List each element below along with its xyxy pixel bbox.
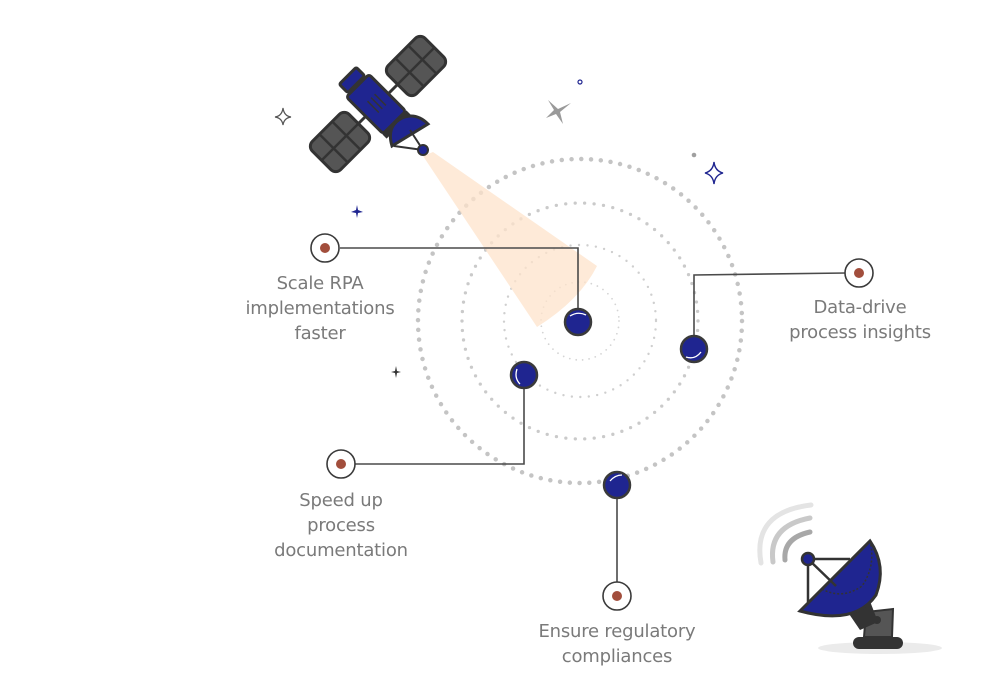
radar-rings xyxy=(415,156,745,486)
label-line: implementations xyxy=(245,298,395,319)
signal-wave-icon xyxy=(769,515,813,565)
satellite-icon xyxy=(308,34,448,174)
end-markers xyxy=(310,233,874,611)
connector-lines xyxy=(340,247,847,583)
radar-nodes xyxy=(509,307,709,500)
benefit-label-scale-rpa: Scale RPA implementations faster xyxy=(230,271,410,346)
label-line: Speed up xyxy=(299,490,383,511)
benefit-label-ensure: Ensure regulatory compliances xyxy=(517,619,717,669)
benefit-label-speed-up: Speed up process documentation xyxy=(251,488,431,563)
sparkle-icon xyxy=(704,161,724,185)
marker-scale-rpa xyxy=(310,233,340,263)
benefit-label-data-drive: Data-drive process insights xyxy=(770,295,950,345)
radar-ring-2 xyxy=(460,201,700,441)
label-line: Scale RPA xyxy=(276,273,364,294)
label-line: process xyxy=(307,515,375,536)
marker-speed-up xyxy=(326,449,356,479)
label-line: process insights xyxy=(789,322,931,343)
satellite-beam xyxy=(423,152,597,327)
label-line: Ensure regulatory xyxy=(538,621,696,642)
connector-speed-up xyxy=(355,383,525,465)
radar-ring-3 xyxy=(502,243,658,399)
signal-wave-icon xyxy=(757,502,814,566)
node-ensure[interactable] xyxy=(602,470,632,500)
connector-data-drive xyxy=(693,272,847,340)
label-line: Data-drive xyxy=(813,297,907,318)
sparkles xyxy=(274,79,724,378)
radar-ring-inner xyxy=(540,281,620,361)
node-scale-rpa[interactable] xyxy=(563,307,593,337)
node-data-drive[interactable] xyxy=(679,334,709,364)
star-dot xyxy=(577,79,583,85)
connector-scale-rpa xyxy=(340,247,579,312)
sparkle-icon xyxy=(351,205,363,218)
label-line: documentation xyxy=(274,540,408,561)
sparkle-icon xyxy=(391,366,401,378)
label-line: faster xyxy=(294,323,346,344)
sparkle-icon xyxy=(546,100,571,124)
label-line: compliances xyxy=(561,646,673,667)
signal-wave-icon xyxy=(782,529,813,563)
star-dot xyxy=(691,152,697,158)
marker-data-drive xyxy=(844,258,874,288)
sparkle-icon xyxy=(274,107,292,126)
radar-ring-outer xyxy=(415,156,745,486)
satellite-dish-icon xyxy=(757,502,942,654)
marker-ensure xyxy=(602,581,632,611)
node-speed-up[interactable] xyxy=(509,360,539,390)
